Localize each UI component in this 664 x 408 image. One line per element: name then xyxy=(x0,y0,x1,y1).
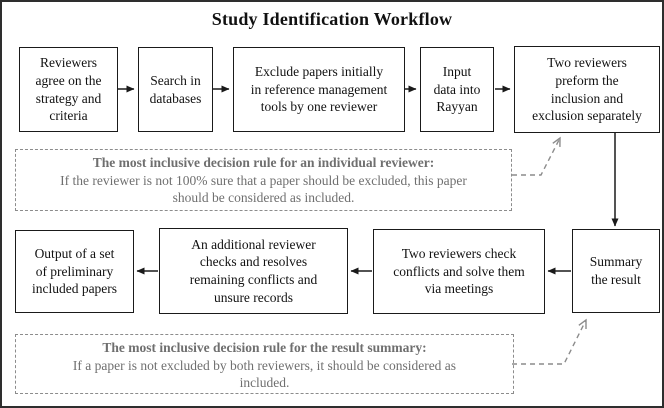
note-body: If a paper is not excluded by both revie… xyxy=(72,357,457,391)
flow-box-label: An additional reviewer checks and resolv… xyxy=(189,236,318,305)
flow-box-two-reviewers-screen: Two reviewers preform the inclusion and … xyxy=(514,46,660,133)
flow-box-label: Summary the result xyxy=(589,254,643,287)
note-heading: The most inclusive decision rule for the… xyxy=(102,340,427,355)
flow-box-search-databases: Search in databases xyxy=(138,47,213,132)
flow-box-agree-strategy: Reviewers agree on the strategy and crit… xyxy=(19,47,118,132)
dashed-connector-note1-to-reviewers xyxy=(512,136,561,176)
flow-box-output-papers: Output of a set of preliminary included … xyxy=(15,230,134,313)
note-body: If the reviewer is not 100% sure that a … xyxy=(60,172,467,206)
diagram-title: Study Identification Workflow xyxy=(211,9,453,29)
flow-box-additional-reviewer: An additional reviewer checks and resolv… xyxy=(159,228,348,314)
flow-box-summary-result: Summary the result xyxy=(572,229,660,313)
flow-box-input-rayyan: Input data into Rayyan xyxy=(420,47,494,132)
flow-box-label: Two reviewers check conflicts and solve … xyxy=(393,246,525,297)
flow-box-label: Exclude papers initially in reference ma… xyxy=(250,64,388,115)
flow-box-exclude-papers: Exclude papers initially in reference ma… xyxy=(233,47,405,132)
flow-box-label: Reviewers agree on the strategy and crit… xyxy=(35,55,102,124)
flow-box-label: Search in databases xyxy=(149,72,202,106)
flow-box-check-conflicts: Two reviewers check conflicts and solve … xyxy=(373,229,545,314)
note-individual-reviewer-rule: The most inclusive decision rule for an … xyxy=(15,149,512,211)
dashed-connector-note2-to-summary xyxy=(512,318,587,365)
flow-box-label: Output of a set of preliminary included … xyxy=(31,246,118,297)
note-heading: The most inclusive decision rule for an … xyxy=(92,155,435,170)
note-result-summary-rule: The most inclusive decision rule for the… xyxy=(15,334,514,394)
flow-box-label: Two reviewers preform the inclusion and … xyxy=(532,55,642,124)
flow-box-label: Input data into Rayyan xyxy=(433,64,481,115)
